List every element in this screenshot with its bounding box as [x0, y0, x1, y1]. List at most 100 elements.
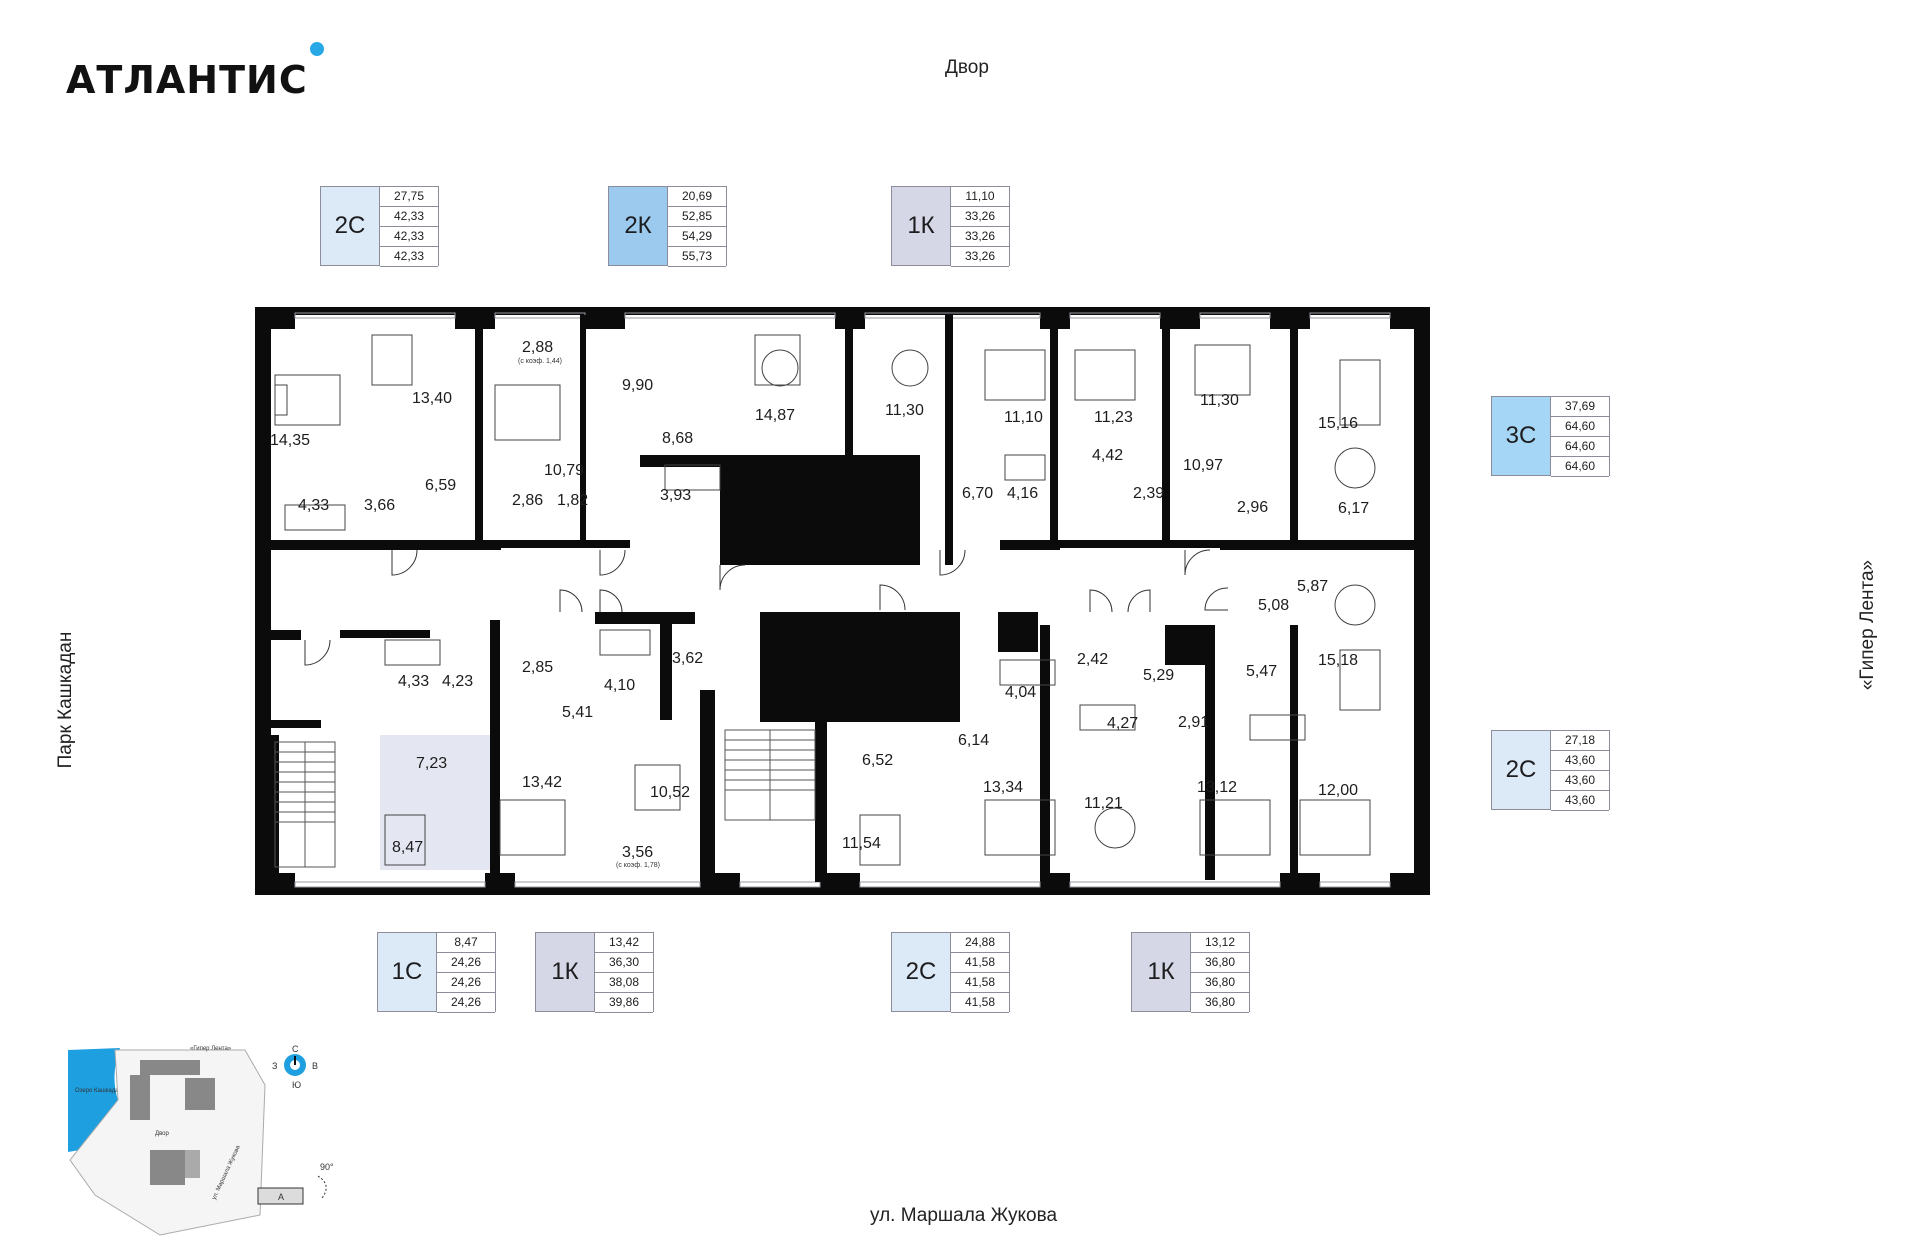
- room-area: 5,29: [1143, 667, 1174, 684]
- unit-area-total-balcony: 54,29: [668, 227, 726, 247]
- unit-card[interactable]: 3С 37,69 64,60 64,60 64,60: [1491, 396, 1610, 477]
- room-area: 14,35: [270, 432, 310, 449]
- room-area: 4,27: [1107, 715, 1138, 732]
- room-area: 5,41: [562, 704, 593, 721]
- elevators: [739, 489, 926, 674]
- unit-areas: 13,12 36,80 36,80 36,80: [1191, 932, 1250, 1013]
- unit-area-total-balcony: 38,08: [595, 973, 653, 993]
- unit-area-total-full: 64,60: [1551, 457, 1609, 477]
- room-area: 6,14: [958, 732, 989, 749]
- orientation-top: Двор: [945, 57, 989, 78]
- unit-area-total: 52,85: [668, 207, 726, 227]
- site-building: [130, 1075, 150, 1120]
- site-building: [185, 1078, 215, 1110]
- lake-label: Озеро Кашкадан: [75, 1088, 122, 1094]
- room-area: 6,17: [1338, 500, 1369, 517]
- furniture: [274, 334, 1381, 866]
- room-area: 4,16: [1007, 485, 1038, 502]
- room-area: 2,39: [1133, 485, 1164, 502]
- unit-card[interactable]: 2С 24,88 41,58 41,58 41,58: [891, 932, 1010, 1013]
- unit-area-total-full: 41,58: [951, 993, 1009, 1013]
- unit-area-total-balcony: 42,33: [380, 227, 438, 247]
- room-area: 15,16: [1318, 415, 1358, 432]
- room-area: 3,62: [672, 650, 703, 667]
- room-area: 4,04: [1005, 684, 1036, 701]
- site-area: [69, 1049, 266, 1236]
- doors: [304, 549, 1229, 666]
- unit-area-total-full: 42,33: [380, 247, 438, 267]
- compass-south: Ю: [292, 1080, 301, 1090]
- compass-west: З: [272, 1061, 277, 1071]
- room-area: 5,47: [1246, 663, 1277, 680]
- unit-type: 2С: [891, 932, 951, 1012]
- unit-area-total: 43,60: [1551, 751, 1609, 771]
- unit-card[interactable]: 1К 13,42 36,30 38,08 39,86: [535, 932, 654, 1013]
- unit-area-total: 36,30: [595, 953, 653, 973]
- room-area: 10,52: [650, 784, 690, 801]
- site-building: [150, 1150, 185, 1185]
- brand-logo: АТЛАНТИС: [66, 42, 324, 102]
- room-area: 6,70: [962, 485, 993, 502]
- unit-areas: 11,10 33,26 33,26 33,26: [951, 186, 1010, 267]
- room-area: 8,68: [662, 430, 693, 447]
- site-plan[interactable]: Озеро Кашкадан «Гипер Лента» Двор ул. Ма…: [68, 1044, 334, 1236]
- room-area: 11,23: [1094, 409, 1133, 426]
- unit-type: 1К: [891, 186, 951, 266]
- room-area: 2,86: [512, 492, 543, 509]
- room-area: 4,42: [1092, 447, 1123, 464]
- unit-type: 1С: [377, 932, 437, 1012]
- unit-areas: 20,69 52,85 54,29 55,73: [668, 186, 727, 267]
- unit-type: 2К: [608, 186, 668, 266]
- lake-shape: [68, 1048, 120, 1152]
- unit-area-total-full: 39,86: [595, 993, 653, 1013]
- unit-area-total: 42,33: [380, 207, 438, 227]
- unit-area-living: 27,18: [1551, 731, 1609, 751]
- room-area: 13,12: [1197, 779, 1237, 796]
- rotation-arrow-icon: [317, 1175, 327, 1199]
- interior-walls: [271, 315, 1414, 882]
- room-area: 6,52: [862, 752, 893, 769]
- stairs: [274, 729, 816, 868]
- unit-areas: 24,88 41,58 41,58 41,58: [951, 932, 1010, 1013]
- room-area: 5,08: [1258, 597, 1289, 614]
- unit-area-total-balcony: 36,80: [1191, 973, 1249, 993]
- room-area: 2,88: [522, 339, 553, 356]
- unit-area-living: 13,12: [1191, 933, 1249, 953]
- unit-area-living: 24,88: [951, 933, 1009, 953]
- room-area: 14,87: [755, 407, 795, 424]
- unit-areas: 8,47 24,26 24,26 24,26: [437, 932, 496, 1013]
- room-area: 4,33: [298, 497, 329, 514]
- unit-card[interactable]: 2С 27,75 42,33 42,33 42,33: [320, 186, 439, 267]
- unit-area-total-balcony: 43,60: [1551, 771, 1609, 791]
- unit-card[interactable]: 1С 8,47 24,26 24,26 24,26: [377, 932, 496, 1013]
- unit-area-total-balcony: 41,58: [951, 973, 1009, 993]
- unit-card[interactable]: 2К 20,69 52,85 54,29 55,73: [608, 186, 727, 267]
- unit-areas: 27,75 42,33 42,33 42,33: [380, 186, 439, 267]
- unit-area-total-balcony: 33,26: [951, 227, 1009, 247]
- unit-card[interactable]: 1К 13,12 36,80 36,80 36,80: [1131, 932, 1250, 1013]
- unit-area-total-full: 43,60: [1551, 791, 1609, 811]
- unit-area-total: 36,80: [1191, 953, 1249, 973]
- room-area: 13,34: [983, 779, 1023, 796]
- unit-card[interactable]: 1К 11,10 33,26 33,26 33,26: [891, 186, 1010, 267]
- room-area: 3,56: [622, 844, 653, 861]
- room-labels: 14,35 13,40 4,33 3,66 6,59 2,88 (с коэф.…: [270, 339, 1369, 869]
- site-road-label: «Гипер Лента»: [190, 1046, 232, 1052]
- section-label: А: [278, 1192, 284, 1202]
- orientation-bottom: ул. Маршала Жукова: [870, 1205, 1058, 1226]
- room-area: 2,42: [1077, 651, 1108, 668]
- unit-card[interactable]: 2С 27,18 43,60 43,60 43,60: [1491, 730, 1610, 811]
- room-area: 2,85: [522, 659, 553, 676]
- room-area: 4,10: [604, 677, 635, 694]
- unit-area-living: 20,69: [668, 187, 726, 207]
- unit-area-total-full: 24,26: [437, 993, 495, 1013]
- unit-type: 3С: [1491, 396, 1551, 476]
- unit-areas: 27,18 43,60 43,60 43,60: [1551, 730, 1610, 811]
- room-area: 3,93: [660, 487, 691, 504]
- unit-area-total-full: 36,80: [1191, 993, 1249, 1013]
- compass-north: С: [292, 1044, 299, 1054]
- compass-east: В: [312, 1061, 318, 1071]
- room-area: 11,10: [1004, 409, 1043, 426]
- unit-areas: 13,42 36,30 38,08 39,86: [595, 932, 654, 1013]
